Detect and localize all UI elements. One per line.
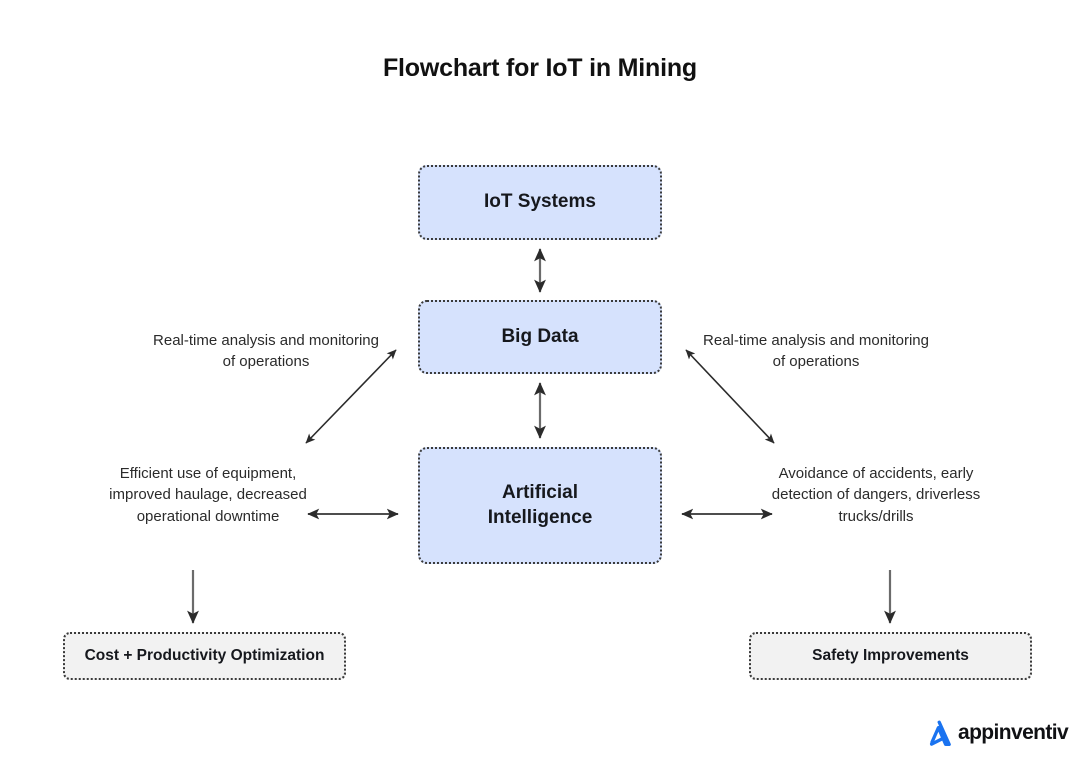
node-big-data-label: Big Data — [501, 325, 579, 347]
appinventiv-logo-text: appinventiv — [958, 721, 1069, 744]
appinventiv-logo: appinventiv — [924, 718, 1069, 748]
node-iot-systems[interactable]: IoT Systems — [418, 165, 662, 240]
page-title: Flowchart for IoT in Mining — [382, 54, 697, 82]
node-artificial-intelligence-label: Artificial Intelligence — [488, 481, 593, 530]
node-iot-systems-label: IoT Systems — [484, 191, 596, 213]
node-safety-improvements-label: Safety Improvements — [812, 647, 969, 665]
node-cost-productivity-optimization-label: Cost + Productivity Optimization — [84, 647, 325, 665]
edge-label-left-lower: Efficient use of equipment, improved hau… — [109, 465, 307, 525]
node-safety-improvements[interactable]: Safety Improvements — [749, 632, 1032, 680]
appinventiv-logo-icon — [929, 720, 951, 747]
edge-label-right-lower: Avoidance of accidents, early detection … — [771, 465, 981, 525]
node-ai-label-line2: Intelligence — [487, 506, 593, 528]
node-ai-label-line1: Artificial — [501, 482, 579, 504]
edge-label-left-upper: Real-time analysis and monitoring of ope… — [153, 332, 379, 371]
node-big-data[interactable]: Big Data — [418, 300, 662, 374]
node-cost-productivity-optimization[interactable]: Cost + Productivity Optimization — [63, 632, 346, 680]
node-artificial-intelligence[interactable]: Artificial Intelligence — [418, 447, 662, 564]
edge-label-right-upper: Real-time analysis and monitoring of ope… — [703, 332, 929, 371]
